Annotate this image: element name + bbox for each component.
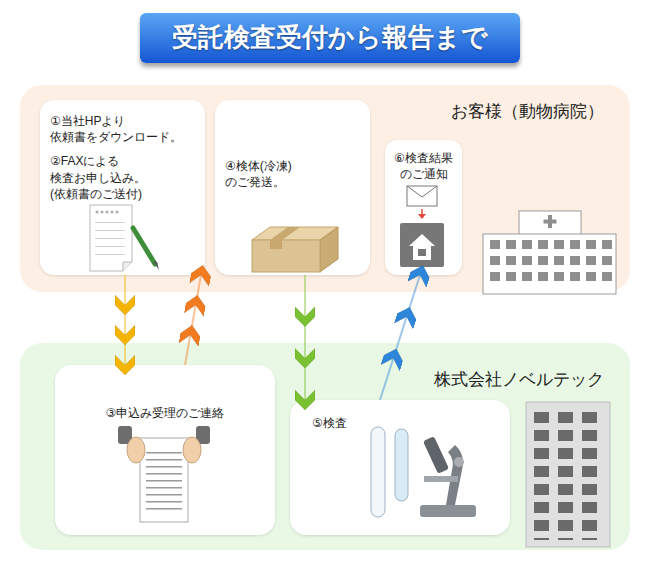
dot (106, 211, 109, 214)
lab-icon (371, 427, 476, 517)
flow-arrow (185, 275, 201, 365)
small-arrow-head (418, 214, 426, 219)
box-tape (270, 227, 300, 240)
envelope (407, 186, 437, 206)
pencil-tip (153, 261, 159, 270)
step-box: ③申込み受理のご連絡 (55, 365, 275, 535)
sleeve (196, 426, 210, 444)
title-text: 受託検査受付から報告まで (172, 20, 488, 55)
flow-arrow (124, 275, 126, 365)
box-side (320, 227, 338, 272)
microscope-arm (446, 445, 463, 505)
office-windows (534, 412, 604, 540)
title-banner: 受託検査受付から報告まで (140, 13, 520, 63)
test-tube (371, 427, 385, 517)
step-box: ①当社HPより 依頼書をダウンロード。 ②FAXによる 検査お申し込み。 (依頼書… (40, 100, 205, 275)
box-front (252, 240, 320, 272)
microscope-base (420, 505, 476, 517)
box-tape (270, 240, 282, 249)
hospital-building (483, 211, 616, 294)
sleeve (118, 426, 132, 444)
hand (127, 437, 145, 463)
hospital-cross (544, 220, 557, 224)
dot (96, 211, 99, 214)
dot (111, 211, 114, 214)
hospital-cross (548, 215, 552, 228)
small-arrow (421, 209, 423, 215)
form-dots (96, 211, 119, 214)
hospital-windows (490, 240, 612, 288)
envelope-flap (407, 186, 437, 197)
step-label: ⑤検査 (312, 415, 502, 431)
hand (183, 437, 201, 463)
step-label: ⑥検査結果 のご通知 (389, 150, 458, 182)
form-fold (123, 262, 132, 271)
notice-icon (400, 186, 444, 267)
house-roof (409, 234, 435, 246)
step-box: ④検体(冷凍) のご発送。 (215, 100, 370, 275)
microscope-stage (424, 476, 458, 482)
pencil (133, 228, 155, 264)
group-label: 株式会社ノベルテック (20, 369, 604, 392)
form-lines (95, 222, 127, 260)
group-band: お客様（動物病院）①当社HPより 依頼書をダウンロード。②FAXによる 検査お申… (20, 85, 630, 292)
house-window (418, 249, 426, 256)
step-label: ②FAXによる 検査お申し込み。 (依頼書のご送付) (50, 153, 197, 202)
step-box: ⑤検査 (290, 400, 510, 535)
step-label: ④検体(冷凍) のご発送。 (225, 158, 321, 190)
office-tower (526, 402, 610, 547)
step-box: ⑥検査結果 のご通知 (385, 140, 462, 275)
form-icon (90, 205, 159, 271)
microscope-knob (454, 457, 464, 467)
test-tube (395, 429, 408, 501)
house-wall (413, 245, 431, 260)
paper-lines (146, 452, 182, 514)
office-building (526, 402, 610, 547)
hands-paper-icon (118, 426, 210, 522)
hospital-tower (519, 211, 581, 235)
group-band: 株式会社ノベルテック ③申込み受理のご連絡 ⑤検査 (20, 343, 630, 550)
hospital-wing (483, 234, 616, 294)
dot (101, 211, 104, 214)
microscope-tube (423, 436, 449, 474)
parcel-icon (252, 227, 338, 272)
box-top (252, 227, 338, 240)
dot (116, 211, 119, 214)
house-tile (400, 223, 444, 267)
flow-arrow (304, 275, 306, 400)
flow-arrow (380, 275, 420, 400)
step-label: ③申込み受理のご連絡 (63, 405, 267, 421)
held-paper (140, 438, 188, 522)
step-label: ①当社HPより 依頼書をダウンロード。 (50, 113, 197, 145)
form-paper (90, 205, 132, 271)
